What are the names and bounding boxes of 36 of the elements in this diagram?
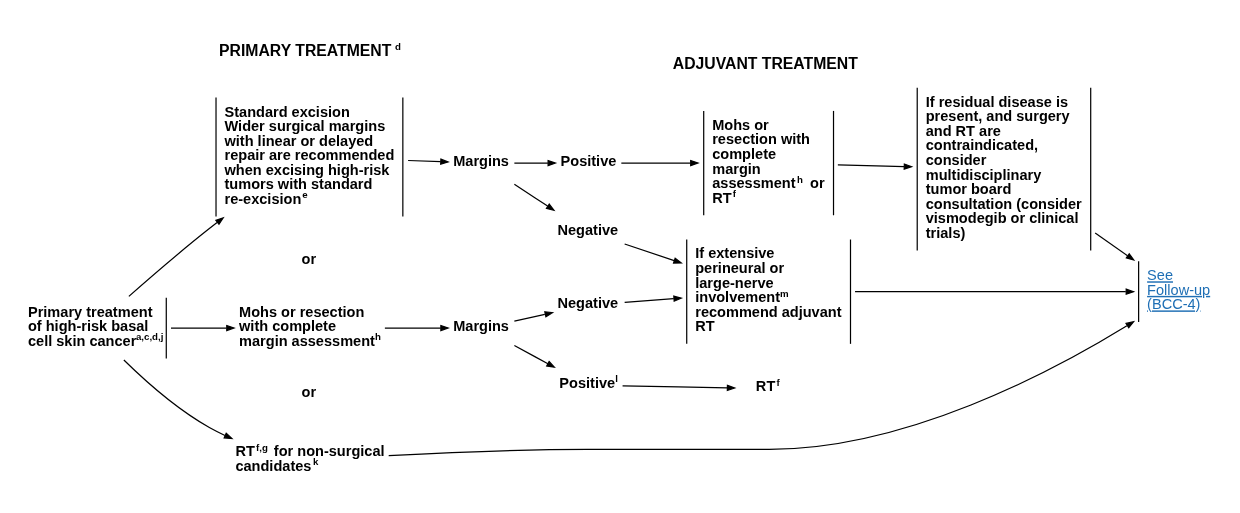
arrow [624, 243, 683, 264]
node-text: Positive [560, 152, 617, 169]
label: ADJUVANT TREATMENT [672, 54, 858, 72]
label: or [301, 250, 317, 267]
node-text: Margins [453, 152, 509, 169]
node-text: Negative [557, 294, 619, 311]
node-text: RT$^{f}$ [755, 376, 780, 395]
arrow [837, 163, 914, 170]
arrow [384, 324, 450, 332]
node-text: If extensive perineural or large-nerve involvement$^{m}$ recommend adjuvant RT [695, 245, 842, 335]
arrow [513, 159, 558, 167]
node-text: RT$^{f,g}$ for non-surgical candidates$^{k}$ [235, 441, 385, 474]
arrow [170, 324, 236, 332]
arrow [407, 158, 450, 166]
node-text: Mohs or resection with complete margin assessment$^{h}$ or RT$^{f}$ [712, 116, 825, 206]
arrow [513, 311, 555, 322]
node-text: Mohs or resection with complete margin assessment$^{h}$ [239, 303, 381, 349]
node-text: Primary treatment of high-risk basal cell skin cancer$^{a,c,d,j}$ [27, 303, 164, 349]
label: PRIMARY TREATMENT$^{d}$ [219, 41, 401, 59]
node-text: If residual disease is present, and surgery and RT are contraindicated, consider multidisciplinary tumor board consultation (consider vismodegib or clinical trials) [925, 93, 1082, 241]
arrow [123, 359, 234, 440]
arrow [1094, 232, 1136, 262]
node-text: Margins [453, 317, 509, 334]
arrow [513, 183, 556, 212]
arrow [513, 344, 556, 369]
arrow [624, 295, 684, 303]
node-text: Standard excision Wider surgical margins with linear or delayed repair are recommended when excising high-risk tumors with standard re-excision$^{e}$ [224, 103, 395, 207]
node-text: See Follow-up (BCC-4) [1147, 267, 1211, 313]
arrow [128, 216, 225, 297]
arrow [854, 288, 1136, 296]
node-text: Negative [557, 221, 619, 238]
arrow [388, 320, 1136, 457]
node-text: Positive$^{l}$ [559, 373, 618, 391]
arrow [620, 159, 700, 167]
label: or [301, 384, 317, 401]
arrow [621, 384, 737, 392]
